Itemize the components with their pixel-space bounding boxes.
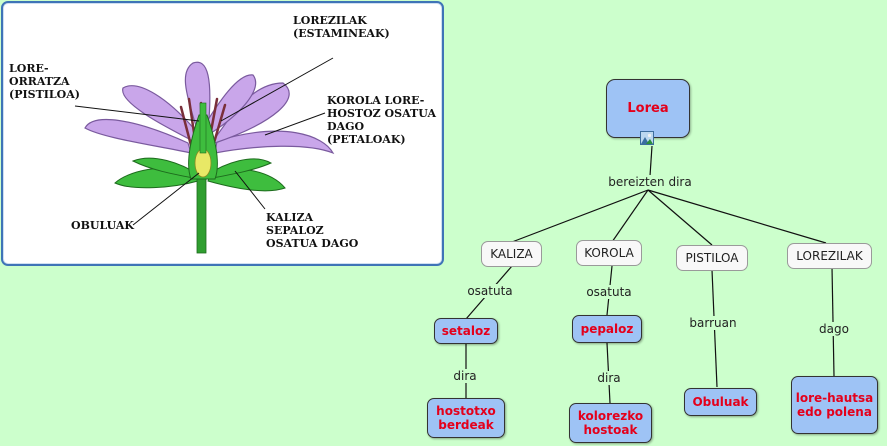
node-lorezilak[interactable]: LOREZILAK — [787, 243, 872, 269]
link-label-bereizten-dira: bereizten dira — [606, 175, 694, 189]
flower-illustration — [74, 57, 335, 254]
link-label-kaliza-osatuta: osatuta — [465, 284, 515, 298]
node-setaloz[interactable]: setaloz — [434, 318, 498, 344]
label-obuluak: OBULUAK — [71, 219, 134, 232]
node-kaliza[interactable]: KALIZA — [481, 241, 542, 267]
node-kolorezko-hostoak[interactable]: kolorezko hostoak — [569, 403, 652, 443]
node-pepaloz[interactable]: pepaloz — [572, 315, 642, 343]
label-lorezilak: LOREZILAK (ESTAMINEAK) — [293, 14, 390, 40]
link-label-barruan: barruan — [687, 316, 739, 330]
image-icon[interactable] — [640, 131, 654, 145]
link-label-pepaloz-dira: dira — [595, 371, 623, 385]
label-kaliza: KALIZA SEPALOZ OSATUA DAGO — [266, 211, 359, 250]
link-label-dago: dago — [817, 322, 851, 336]
node-hostotxo-berdeak[interactable]: hostotxo berdeak — [427, 398, 505, 438]
flower-image-panel: LOREZILAK (ESTAMINEAK) LORE- ORRATZA (PI… — [1, 1, 444, 266]
node-obuluak[interactable]: Obuluak — [684, 388, 757, 416]
node-lore-hautsa-edo-polena[interactable]: lore-hautsa edo polena — [791, 376, 878, 434]
label-korola: KOROLA LORE- HOSTOZ OSATUA DAGO (PETALOA… — [327, 94, 436, 146]
node-korola[interactable]: KOROLA — [576, 240, 642, 266]
link-label-setaloz-dira: dira — [451, 369, 479, 383]
node-pistiloa[interactable]: PISTILOA — [676, 245, 748, 271]
link-label-korola-osatuta: osatuta — [584, 285, 634, 299]
root-node-lorea[interactable]: Lorea — [606, 79, 690, 138]
label-lore-orratza: LORE- ORRATZA (PISTILOA) — [9, 62, 80, 101]
